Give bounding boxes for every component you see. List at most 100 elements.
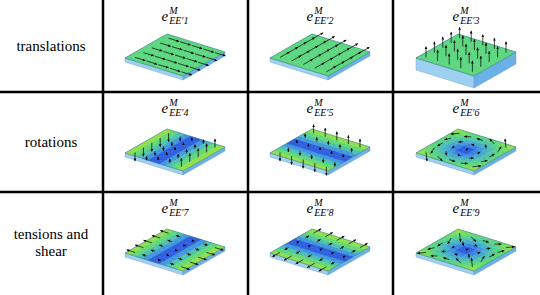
displacement-arrow	[335, 62, 345, 67]
plate-side	[270, 153, 328, 175]
arrow-head	[455, 253, 458, 255]
displacement-arrow	[127, 250, 135, 253]
index-stack: MEE′9	[460, 198, 479, 218]
arrow-head	[476, 48, 479, 51]
displacement-arrow	[305, 38, 315, 43]
arrow-head	[295, 47, 298, 49]
superscript: M	[169, 6, 188, 16]
displacement-arrow	[291, 156, 292, 165]
displacement-arrow	[135, 245, 143, 248]
cell-label: eMEE′8	[306, 198, 333, 218]
displacement-arrow	[336, 132, 337, 141]
subscript: EE′9	[460, 208, 479, 218]
displacement-arrow	[486, 43, 487, 54]
arrow-head	[303, 42, 306, 44]
index-stack: MEE′4	[169, 98, 188, 118]
arrow-head	[485, 160, 488, 163]
arrow-head	[159, 245, 162, 247]
displacement-arrow	[451, 133, 460, 135]
displacement-arrow	[195, 144, 196, 148]
displacement-arrow	[175, 147, 176, 150]
arrow-head	[488, 247, 491, 250]
displacement-arrow	[328, 141, 329, 145]
displacement-arrow	[457, 49, 458, 60]
cell-label: eMEE′1	[161, 6, 188, 26]
displacement-arrow	[434, 42, 435, 53]
arrow-head	[458, 154, 461, 156]
displacement-arrow	[183, 245, 186, 247]
arrow-head	[151, 249, 154, 251]
plate-side	[270, 58, 328, 80]
displacement-arrow	[314, 163, 315, 172]
displacement-arrow	[477, 48, 478, 59]
displacement-arrow	[300, 51, 310, 56]
arrow-head	[448, 54, 451, 57]
arrow-head	[205, 243, 208, 245]
arrow-head	[186, 65, 189, 67]
displacement-arrow	[143, 53, 154, 56]
arrow-head	[310, 59, 313, 61]
plate-side	[474, 52, 516, 88]
displacement-arrow	[168, 133, 169, 142]
plate-outline	[270, 229, 370, 271]
deformation-mode-plate	[270, 229, 370, 275]
arrow-head	[307, 51, 310, 53]
arrow-head	[315, 46, 318, 48]
arrow-head	[279, 159, 282, 162]
arrow-head	[154, 62, 157, 64]
displacement-arrow	[348, 240, 356, 244]
displacement-arrow	[317, 41, 327, 46]
arrow-head	[367, 47, 370, 49]
displacement-arrow	[170, 68, 181, 71]
arrow-head	[353, 240, 356, 242]
displacement-arrow	[143, 240, 151, 243]
arrow-head	[453, 40, 456, 43]
plate-outline	[416, 229, 516, 271]
arrow-head	[166, 66, 169, 68]
arrow-head	[465, 162, 468, 165]
displacement-arrow	[178, 63, 189, 66]
arrow-head	[203, 55, 206, 57]
displacement-arrow	[151, 143, 152, 152]
arrow-head	[318, 239, 321, 241]
cell-label: eMEE′5	[306, 98, 333, 118]
arrow-head	[473, 239, 476, 242]
displacement-arrow	[192, 240, 195, 242]
displacement-arrow	[483, 240, 489, 242]
plate-side	[125, 153, 183, 175]
table-rule	[247, 0, 250, 295]
displacement-arrow	[195, 54, 206, 57]
plate-cell	[506, 245, 516, 249]
superscript: M	[314, 98, 333, 108]
arrow-head	[174, 147, 177, 150]
arrow-head	[338, 53, 341, 55]
superscript: M	[169, 98, 188, 108]
plate-cell	[360, 50, 370, 54]
displacement-arrow	[449, 160, 455, 162]
displacement-arrow	[203, 244, 207, 245]
arrow-head	[347, 48, 350, 50]
arrow-head	[163, 57, 166, 59]
displacement-arrow	[360, 243, 368, 247]
superscript: M	[169, 198, 188, 208]
arrow-head	[212, 253, 215, 255]
arrow-head	[319, 147, 322, 150]
displacement-arrow	[448, 238, 452, 244]
arrow-head	[199, 47, 202, 49]
displacement-arrow	[296, 140, 297, 143]
arrow-head	[290, 162, 293, 165]
displacement-arrow	[203, 140, 204, 144]
arrow-head	[159, 144, 162, 147]
arrow-head	[194, 60, 197, 62]
displacement-arrow	[505, 139, 507, 148]
arrow-head	[486, 240, 489, 242]
symbol: e	[452, 9, 459, 24]
plate-outline	[125, 129, 225, 171]
displacement-arrow	[203, 49, 214, 52]
arrow-head	[189, 153, 192, 156]
superscript: M	[460, 6, 479, 16]
arrow-head	[444, 138, 447, 141]
displacement-arrow	[178, 258, 182, 259]
subscript: EE′8	[314, 208, 333, 218]
displacement-arrow	[462, 242, 463, 246]
